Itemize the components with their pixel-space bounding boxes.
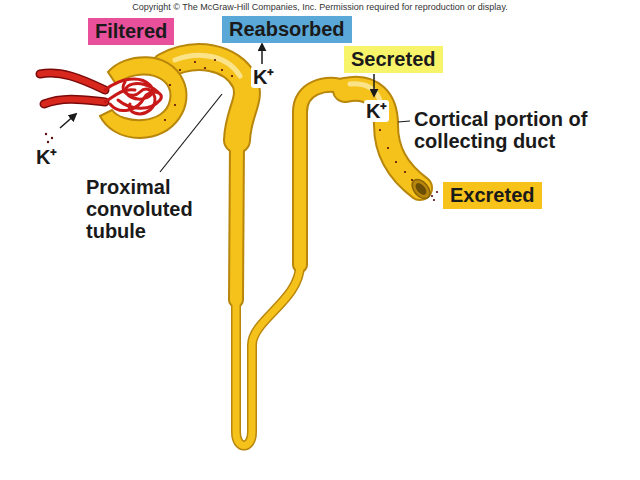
duct-opening <box>409 176 434 202</box>
stage-label-box: Excreted <box>443 182 542 209</box>
copyright-note: Copyright © The McGraw-Hill Companies, I… <box>0 1 640 13</box>
leader-lines <box>160 94 410 172</box>
stage-label-box: Filtered <box>88 18 174 45</box>
stage-label: Secreted <box>351 48 436 70</box>
transport-arrows <box>60 44 374 128</box>
stage-label-box: Secreted <box>344 46 443 73</box>
bowmans-capsule <box>100 57 186 138</box>
part-label: Proximal convoluted tubule <box>86 176 226 242</box>
ion-label: K⁺ <box>251 66 276 88</box>
tubule <box>165 55 420 445</box>
stage-label: Filtered <box>95 20 167 42</box>
blood-vessels <box>40 73 105 104</box>
duct-lumen <box>413 181 428 197</box>
stage-label: Excreted <box>450 184 535 206</box>
ion-label: K⁺ <box>364 100 389 122</box>
glomerulus <box>105 79 161 114</box>
ion-label: K⁺ <box>34 146 59 168</box>
part-label: Cortical portion of collecting duct <box>414 108 629 152</box>
stage-label-box: Reabsorbed <box>222 16 352 43</box>
stage-label: Reabsorbed <box>229 18 345 40</box>
